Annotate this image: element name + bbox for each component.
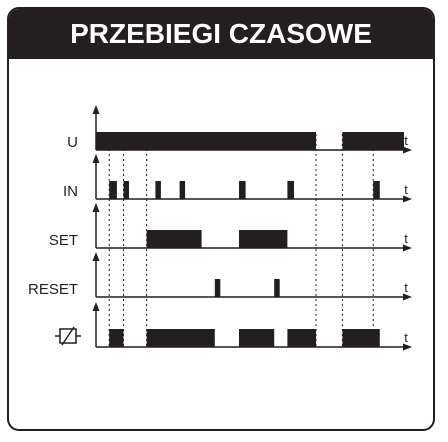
pulse-out (146, 329, 215, 347)
channel-label-set: SET (49, 232, 78, 249)
diagram-frame: PRZEBIEGI CZASOWE (7, 7, 435, 431)
time-axis-arrow (403, 343, 412, 351)
pulse-out (109, 329, 124, 347)
pulse-set (239, 230, 288, 248)
page-title: PRZEBIEGI CZASOWE (70, 18, 372, 49)
pulse-in (373, 181, 380, 199)
pulse-reset (274, 279, 280, 297)
time-axis-arrow (403, 244, 412, 252)
pulse-u (96, 132, 316, 150)
time-axis-arrow (403, 293, 412, 301)
pulse-in (287, 181, 294, 199)
channel-label-in: IN (63, 183, 78, 200)
y-axis-arrow (92, 252, 100, 261)
signal-row-set: t SET (49, 203, 412, 252)
time-axis-label: t (404, 280, 408, 295)
time-axis-label: t (404, 133, 408, 148)
title-bar (9, 9, 433, 59)
time-axis-arrow (403, 146, 412, 154)
pulse-reset (214, 279, 221, 297)
pulse-u (342, 132, 404, 150)
y-axis-arrow (92, 203, 100, 212)
channel-label-u: U (67, 134, 78, 151)
pulse-out (239, 329, 275, 347)
pulse-in (179, 181, 186, 199)
signal-row-u: tU (67, 105, 412, 154)
pulse-in (155, 181, 161, 199)
pulse-set (146, 230, 202, 248)
time-axis-label: t (404, 182, 408, 197)
pulse-in (239, 181, 246, 199)
y-axis-arrow (92, 302, 100, 311)
relay-coil-icon (55, 326, 81, 346)
pulse-out (287, 329, 316, 347)
channel-label-reset: RESET (28, 281, 78, 298)
pulse-in (109, 181, 117, 199)
signal-row-reset: t RESET (28, 252, 412, 301)
signal-row-out: t (55, 302, 412, 351)
signal-row-in: t IN (63, 154, 412, 203)
pulse-out (342, 329, 380, 347)
time-axis-label: t (404, 231, 408, 246)
time-axis-label: t (404, 330, 408, 345)
pulse-in (123, 181, 129, 199)
time-axis-arrow (403, 195, 412, 203)
y-axis-arrow (92, 105, 100, 114)
y-axis-arrow (92, 154, 100, 163)
